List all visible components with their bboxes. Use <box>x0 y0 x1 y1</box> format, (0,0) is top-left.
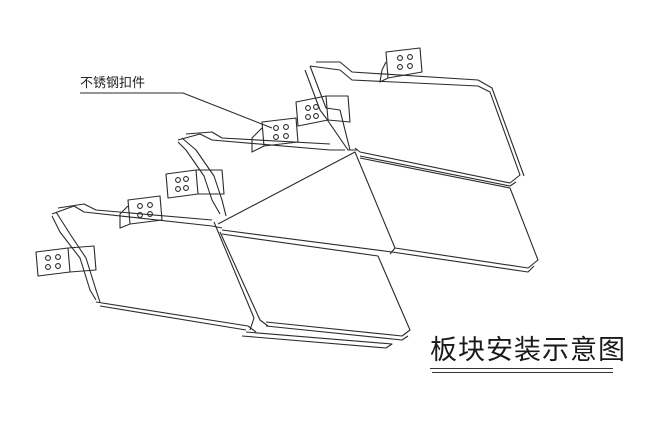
panel-top-right <box>304 61 539 273</box>
steel-clip-upper-mid <box>295 95 351 127</box>
title-underline <box>430 368 613 369</box>
steel-clip-mid-left <box>165 169 225 199</box>
panel-middle <box>177 131 411 341</box>
steel-clip-center <box>251 117 299 153</box>
panel-left <box>51 203 393 349</box>
title-underline-second <box>432 372 613 373</box>
steel-clip-left <box>35 245 97 277</box>
steel-clip-top <box>379 47 423 83</box>
callout-leader <box>80 92 273 129</box>
diagram-title: 板块安装示意图 <box>430 335 626 366</box>
steel-clip-lower-mid <box>119 195 163 229</box>
callout-label: 不锈钢扣件 <box>80 76 146 91</box>
